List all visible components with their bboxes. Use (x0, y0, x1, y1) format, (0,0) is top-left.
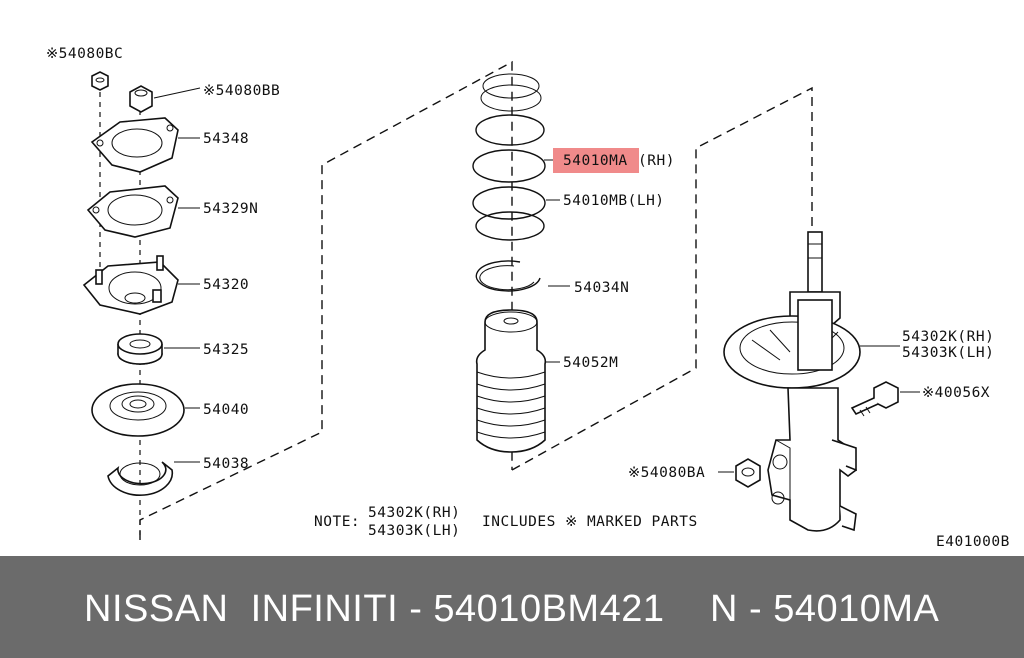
note-rh: 54302K(RH) (368, 505, 460, 521)
gasket-54329n-part (86, 185, 200, 238)
label-54080bc: ※54080BC (46, 46, 123, 62)
strut-assembly-part (723, 231, 900, 532)
exploded-view-outline (99, 60, 813, 540)
spring-seat-54038-part (107, 461, 200, 497)
label-54348: 54348 (203, 131, 249, 147)
label-54052m: 54052M (563, 355, 618, 371)
nut-54080ba-part (718, 458, 761, 488)
nut-54080bb-part (129, 85, 201, 113)
label-54038: 54038 (203, 456, 249, 472)
label-54034n: 54034N (574, 280, 629, 296)
label-54302k-rh: 54302K(RH) (902, 329, 994, 345)
rubber-seat-54034n-part (475, 260, 570, 292)
coil-spring-part (472, 73, 560, 241)
diagram-code: E401000B (936, 534, 1010, 550)
highlight-box (553, 148, 639, 173)
mount-plate-54348-part (90, 117, 200, 173)
diagram-canvas: ※54080BC ※54080BB 54348 54329N 54320 543… (46, 46, 1010, 550)
label-54010ma-suffix: (RH) (638, 153, 675, 169)
bearing-54040-part (91, 383, 200, 437)
label-54080ba: ※54080BA (628, 465, 705, 481)
note-prefix: NOTE: (314, 514, 360, 530)
label-54010mb: 54010MB(LH) (563, 193, 665, 209)
dust-boot-54052m-part (475, 309, 560, 453)
insulator-54320-part (82, 255, 200, 315)
label-40056x: ※40056X (922, 385, 990, 401)
nut-54080bc-part (91, 71, 109, 91)
bushing-54325-part (117, 333, 200, 365)
label-54329n: 54329N (203, 201, 258, 217)
note-text: INCLUDES ※ MARKED PARTS (482, 514, 698, 530)
label-54010ma: 54010MA (563, 153, 628, 169)
label-54303k-lh: 54303K(LH) (902, 345, 994, 361)
label-54325: 54325 (203, 342, 249, 358)
note-lh: 54303K(LH) (368, 523, 460, 539)
part-number-banner: NISSAN INFINITI - 54010BM421 N - 54010MA (0, 556, 1024, 658)
label-54320: 54320 (203, 277, 249, 293)
label-54040: 54040 (203, 402, 249, 418)
label-54080bb: ※54080BB (203, 83, 280, 99)
brand-part-number: NISSAN INFINITI - 54010BM421 (84, 588, 665, 630)
bolt-40056x-part (850, 381, 920, 417)
oem-part-number: N - 54010MA (710, 588, 940, 630)
